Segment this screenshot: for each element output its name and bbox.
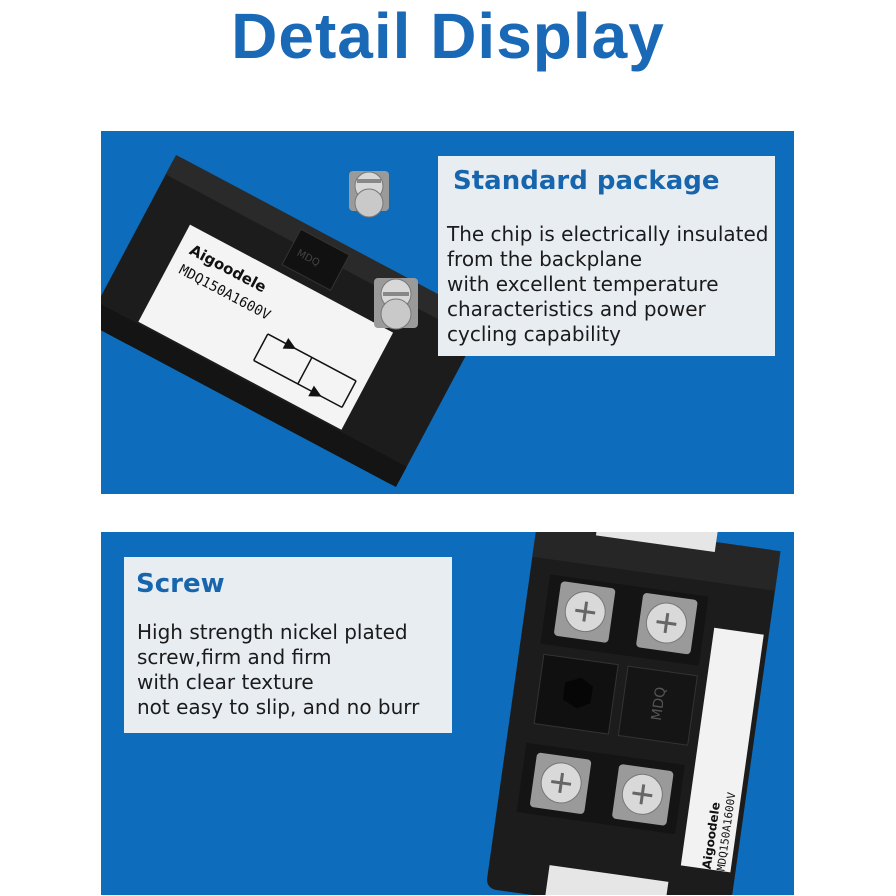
- description-line: The chip is electrically insulated: [447, 222, 769, 246]
- module-top-image: Aigoodele MDQ150A1600V MDQ: [487, 532, 781, 895]
- description-line: from the backplane: [447, 247, 643, 271]
- screw-icon: [612, 764, 674, 826]
- module-side-image: Aigoodele MDQ150A1600V MDQ: [101, 154, 471, 488]
- description-line: High strength nickel plated: [137, 620, 408, 644]
- description-line: characteristics and power: [447, 297, 706, 321]
- description-line: screw,firm and firm: [137, 645, 332, 669]
- standard-package-panel: Aigoodele MDQ150A1600V MDQ: [101, 131, 794, 494]
- screw-terminal-right-image: [374, 278, 418, 330]
- screw-text-box: Screw High strength nickel plated screw,…: [124, 557, 452, 733]
- screw-icon: [554, 581, 616, 643]
- mdq-mark: MDQ: [649, 686, 670, 722]
- description-line: not easy to slip, and no burr: [137, 695, 420, 719]
- screw-panel: Screw High strength nickel plated screw,…: [101, 532, 794, 895]
- screw-heading: Screw: [136, 569, 225, 599]
- standard-package-description: The chip is electrically insulated from …: [447, 222, 769, 347]
- screw-terminal-left: [349, 171, 389, 218]
- page-title: Detail Display: [231, 0, 665, 72]
- screw-icon: [636, 593, 698, 655]
- screw-icon: [530, 752, 592, 814]
- description-line: with excellent temperature: [447, 272, 719, 296]
- description-line: with clear texture: [137, 670, 314, 694]
- standard-package-text-box: Standard package The chip is electricall…: [438, 156, 775, 356]
- screw-description: High strength nickel plated screw,firm a…: [137, 620, 419, 720]
- standard-package-heading: Standard package: [453, 166, 720, 196]
- description-line: cycling capability: [447, 322, 621, 346]
